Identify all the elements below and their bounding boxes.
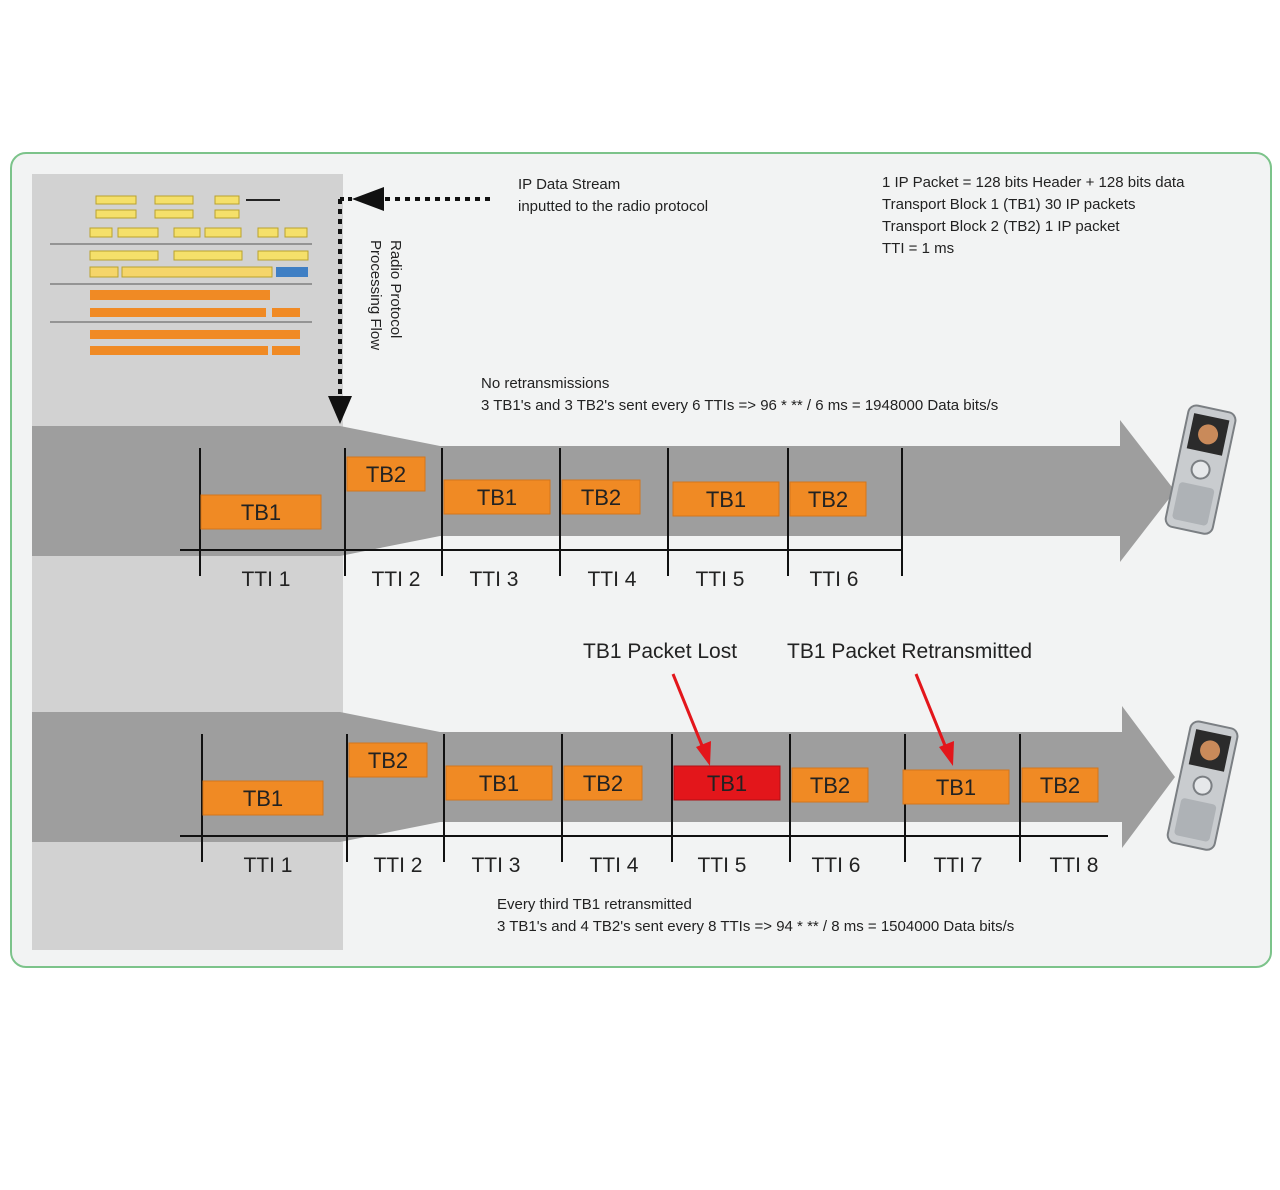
- tb-block: [346, 456, 426, 492]
- tb-label: TB1: [479, 771, 519, 796]
- tti-label: TTI 4: [589, 854, 638, 877]
- tb-label: TB1: [706, 487, 746, 512]
- flow-label-line-1: Radio Protocol: [387, 240, 404, 339]
- tb-label: TB2: [581, 485, 621, 510]
- phone-icon: [1166, 720, 1239, 851]
- tti-label: TTI 2: [373, 854, 422, 877]
- tb-block: [1021, 767, 1099, 803]
- retransmitted-label: TB1 Packet Retransmitted: [787, 640, 1033, 663]
- tb-label: TB1: [477, 485, 517, 510]
- tb-label: TB2: [1040, 773, 1080, 798]
- tti-label: TTI 5: [695, 568, 744, 591]
- tti-label: TTI 1: [243, 854, 292, 877]
- input-label-line-1: IP Data Stream: [518, 176, 621, 193]
- tb-label: TB2: [808, 487, 848, 512]
- lane2-caption: Every third TB1 retransmitted 3 TB1's an…: [497, 894, 1014, 938]
- tti-label: TTI 1: [241, 568, 290, 591]
- tti-label: TTI 5: [697, 854, 746, 877]
- tb-block: [563, 765, 643, 801]
- tb-block: [200, 494, 322, 530]
- tti-label: TTI 4: [587, 568, 636, 591]
- tb-block-lost: [673, 765, 781, 801]
- tb-label: TB2: [368, 748, 408, 773]
- tti-label: TTI 2: [371, 568, 420, 591]
- tb-label: TB1: [707, 771, 747, 796]
- tb-block: [789, 481, 867, 517]
- tb-block: [791, 767, 869, 803]
- input-arrow: [328, 187, 490, 424]
- tb-block: [202, 780, 324, 816]
- lane2-caption-title: Every third TB1 retransmitted: [497, 896, 692, 913]
- tb-block: [902, 769, 1010, 805]
- lost-arrow: [671, 673, 711, 766]
- lane2-caption-rate: 3 TB1's and 4 TB2's sent every 8 TTIs =>…: [497, 918, 1015, 935]
- input-label: IP Data Stream inputted to the radio pro…: [518, 174, 708, 218]
- lane1-caption-rate: 3 TB1's and 3 TB2's sent every 6 TTIs =>…: [481, 397, 999, 414]
- protocol-stack-thumbnail: [50, 195, 312, 355]
- flow-label: Radio Protocol Processing Flow: [365, 240, 405, 370]
- tb-label: TB2: [366, 462, 406, 487]
- input-label-line-2: inputted to the radio protocol: [518, 198, 709, 215]
- legend-tb1: Transport Block 1 (TB1) 30 IP packets: [882, 196, 1136, 213]
- tb-label: TB1: [243, 786, 283, 811]
- flow-label-line-2: Processing Flow: [367, 240, 384, 351]
- tti-label: TTI 3: [471, 854, 520, 877]
- tti-label: TTI 7: [933, 854, 982, 877]
- tti-label: TTI 8: [1049, 854, 1098, 877]
- tb-label: TB1: [936, 775, 976, 800]
- lane1-caption-title: No retransmissions: [481, 375, 610, 392]
- phone-icon: [1164, 404, 1237, 535]
- tb-block: [672, 481, 780, 517]
- tti-label: TTI 6: [809, 568, 858, 591]
- tb-block: [561, 479, 641, 515]
- tb-block: [348, 742, 428, 778]
- legend-ip-packet: 1 IP Packet = 128 bits Header + 128 bits…: [882, 174, 1185, 191]
- legend-tb2: Transport Block 2 (TB2) 1 IP packet: [882, 218, 1120, 235]
- tti-label: TTI 3: [469, 568, 518, 591]
- legend: 1 IP Packet = 128 bits Header + 128 bits…: [882, 172, 1184, 260]
- retransmitted-arrow: [914, 673, 954, 766]
- tb-label: TB2: [810, 773, 850, 798]
- tb-block: [445, 765, 553, 801]
- lost-label: TB1 Packet Lost: [583, 640, 738, 663]
- tti-label: TTI 6: [811, 854, 860, 877]
- tb-block: [443, 479, 551, 515]
- legend-tti: TTI = 1 ms: [882, 240, 955, 257]
- tb-label: TB2: [583, 771, 623, 796]
- tb-label: TB1: [241, 500, 281, 525]
- lane1-caption: No retransmissions 3 TB1's and 3 TB2's s…: [481, 373, 998, 417]
